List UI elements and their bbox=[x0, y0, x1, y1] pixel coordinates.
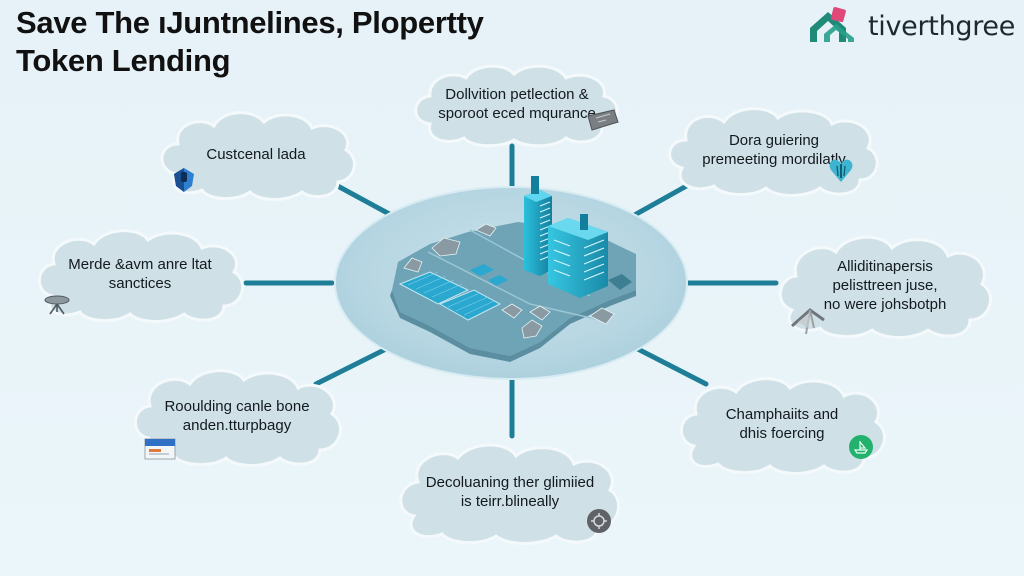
cloud-shape bbox=[414, 64, 619, 148]
cloud-shape bbox=[134, 369, 342, 467]
node-bottom-right-label: Champhaiits and dhis foercing bbox=[725, 406, 839, 442]
node-top-right[interactable]: Dora guiering premeeting mordilatly bbox=[664, 104, 884, 197]
node-mid-left-label: Merde &avm anre ltat sanctices bbox=[68, 256, 212, 292]
node-top-label: Dollvition petlection & sporoot eced mqu… bbox=[438, 86, 596, 122]
node-bottom-left[interactable]: Rooulding canle bone anden.tturpbagy bbox=[130, 366, 344, 467]
shield-icon bbox=[174, 168, 194, 192]
solar-panels bbox=[398, 264, 508, 321]
node-top[interactable]: Dollvition petlection & sporoot eced mqu… bbox=[408, 62, 626, 148]
connector-bottom-left bbox=[313, 343, 395, 387]
table-icon bbox=[44, 295, 70, 315]
node-top-left-label: Custcenal lada bbox=[206, 145, 306, 163]
cloud-shape bbox=[160, 111, 356, 201]
city-buildings bbox=[524, 176, 632, 298]
node-top-right-label: Dora guiering premeeting mordilatly bbox=[702, 132, 846, 168]
rocks bbox=[403, 223, 615, 339]
ship-icon bbox=[849, 435, 873, 459]
node-bottom-right[interactable]: Champhaiits and dhis foercing bbox=[676, 374, 888, 475]
title-line-2: Token Lending bbox=[16, 43, 231, 78]
title-line-1: Save The ıJuntnelines, Plopertty bbox=[16, 5, 484, 40]
tent-icon bbox=[791, 308, 825, 335]
cloud-shape bbox=[399, 443, 620, 545]
heart-icon bbox=[829, 159, 853, 182]
node-bottom[interactable]: Decoluaning ther glimiied is teirr.bline… bbox=[396, 440, 624, 545]
node-mid-left[interactable]: Merde &avm anre ltat sanctices bbox=[34, 226, 246, 323]
cloud-shape bbox=[680, 377, 886, 475]
card-icon bbox=[144, 438, 176, 460]
connector-bottom-right bbox=[629, 343, 709, 387]
page-title: Save The ıJuntnelines, Plopertty Token L… bbox=[16, 4, 484, 80]
cloud-shape bbox=[668, 107, 879, 197]
node-bottom-left-label: Rooulding canle bone anden.tturpbagy bbox=[164, 398, 310, 434]
ticket-icon bbox=[587, 109, 619, 131]
brand-name: tiverthgree bbox=[868, 10, 1016, 42]
node-top-left[interactable]: Custcenal lada bbox=[156, 108, 356, 201]
cloud-shape bbox=[38, 229, 245, 323]
house-logo-icon bbox=[810, 7, 854, 42]
brand-logo[interactable]: tiverthgree bbox=[806, 6, 1015, 46]
gear-badge-icon bbox=[587, 509, 611, 533]
cloud-shape bbox=[779, 235, 992, 339]
node-mid-right-label: Alliditinapersis pelisttreen juse, no we… bbox=[823, 257, 947, 313]
node-bottom-label: Decoluaning ther glimiied is teirr.bline… bbox=[425, 474, 595, 510]
node-mid-right[interactable]: Alliditinapersis pelisttreen juse, no we… bbox=[776, 232, 994, 339]
